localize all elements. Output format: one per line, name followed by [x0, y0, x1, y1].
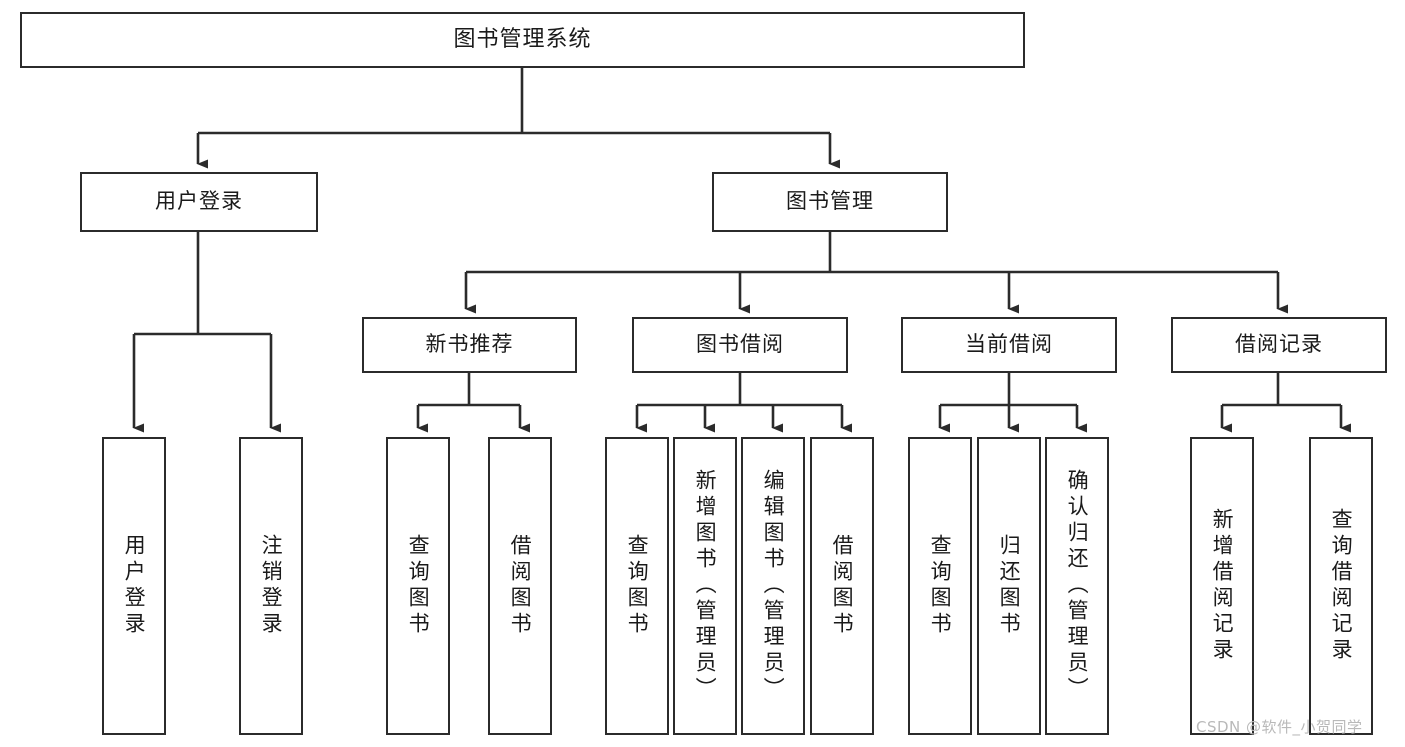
node-book-management[interactable]: 图书管理	[712, 172, 948, 232]
node-current-borrowing[interactable]: 当前借阅	[901, 317, 1117, 373]
node-label: 用户登录	[155, 189, 243, 214]
node-label: 新增借阅记录	[1210, 508, 1235, 664]
node-label: 查询图书	[625, 534, 650, 638]
node-label: 查询图书	[406, 534, 431, 638]
leaf-logout[interactable]: 注销登录	[239, 437, 303, 735]
node-label: 编辑图书（管理员）	[761, 469, 786, 703]
node-book-borrowing[interactable]: 图书借阅	[632, 317, 848, 373]
node-label: 确认归还（管理员）	[1065, 469, 1090, 703]
node-label: 图书借阅	[696, 332, 784, 357]
leaf-edit-book-admin[interactable]: 编辑图书（管理员）	[741, 437, 805, 735]
node-new-book-recommendation[interactable]: 新书推荐	[362, 317, 577, 373]
leaf-confirm-return-admin[interactable]: 确认归还（管理员）	[1045, 437, 1109, 735]
node-label: 新书推荐	[425, 332, 514, 357]
node-label: 图书管理系统	[453, 26, 592, 52]
node-label: 当前借阅	[965, 332, 1053, 357]
node-label: 借阅记录	[1235, 332, 1323, 357]
node-root-library-management-system[interactable]: 图书管理系统	[20, 12, 1025, 68]
node-user-login[interactable]: 用户登录	[80, 172, 318, 232]
node-label: 查询图书	[928, 534, 953, 638]
leaf-add-borrowing-record[interactable]: 新增借阅记录	[1190, 437, 1254, 735]
leaf-query-books-borrowing[interactable]: 查询图书	[605, 437, 669, 735]
leaf-borrow-books-recommendation[interactable]: 借阅图书	[488, 437, 552, 735]
leaf-query-borrowing-record[interactable]: 查询借阅记录	[1309, 437, 1373, 735]
node-borrowing-records[interactable]: 借阅记录	[1171, 317, 1387, 373]
node-label: 用户登录	[122, 534, 147, 638]
node-label: 注销登录	[259, 534, 284, 638]
node-label: 借阅图书	[830, 534, 855, 638]
leaf-borrow-books-borrowing[interactable]: 借阅图书	[810, 437, 874, 735]
node-label: 归还图书	[997, 534, 1022, 638]
leaf-query-books-recommendation[interactable]: 查询图书	[386, 437, 450, 735]
node-label: 查询借阅记录	[1329, 508, 1354, 664]
leaf-query-books-current[interactable]: 查询图书	[908, 437, 972, 735]
leaf-user-login[interactable]: 用户登录	[102, 437, 166, 735]
node-label: 图书管理	[786, 189, 874, 214]
csdn-watermark: CSDN @软件_小贺同学	[1196, 718, 1363, 736]
leaf-return-books[interactable]: 归还图书	[977, 437, 1041, 735]
leaf-add-book-admin[interactable]: 新增图书（管理员）	[673, 437, 737, 735]
node-label: 借阅图书	[508, 534, 533, 638]
node-label: 新增图书（管理员）	[693, 469, 718, 703]
